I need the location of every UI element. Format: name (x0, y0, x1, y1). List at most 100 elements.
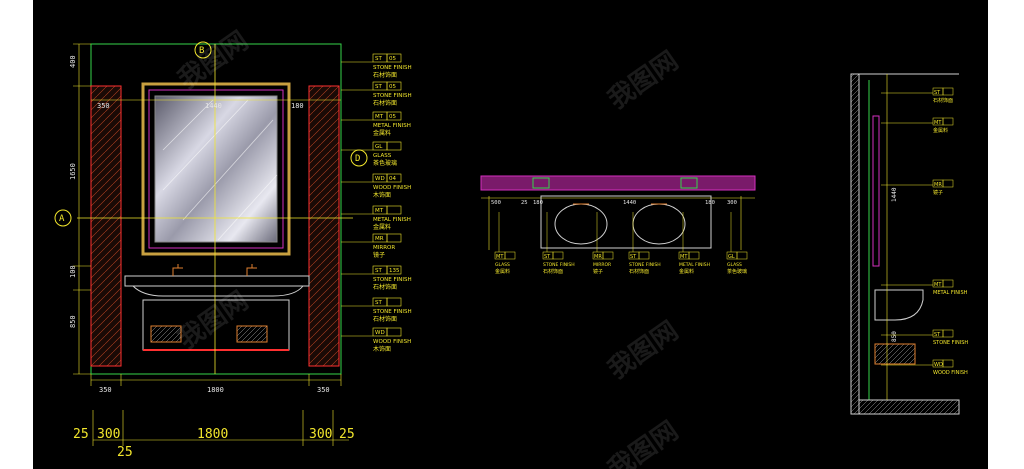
section-wall (850, 73, 860, 415)
plan-tag-code: MT (496, 254, 504, 260)
plan-tag-english: STONE FINISH (629, 262, 661, 268)
material-tag-english: STONE FINISH (373, 277, 412, 283)
material-tag-chinese: 金属料 (373, 223, 391, 231)
dim-cabinet-h: 850 (69, 315, 77, 328)
section-tag-code: WD (934, 362, 943, 368)
marker-a-label: A (59, 214, 65, 224)
material-tag-chinese: 石材饰面 (373, 283, 397, 291)
plan-dimension-label: 25 (521, 200, 528, 206)
plan-tag-code: MR (594, 254, 602, 260)
bottom-dim-left: 350 (99, 386, 112, 394)
material-tag-english: STONE FINISH (373, 65, 412, 71)
material-tag-code: ST (375, 268, 382, 274)
plan-wall (480, 175, 756, 191)
plan-tag-english: STONE FINISH (543, 262, 575, 268)
section-tag-label: STONE FINISH (933, 340, 968, 346)
plan-tag-chinese: 石材饰面 (543, 268, 563, 275)
plan-tag-english: GLASS (495, 262, 510, 268)
mirror-reflection-lines (162, 99, 278, 241)
section-tag-code: ST (934, 90, 941, 96)
plan-tag-english: GLASS (727, 262, 742, 268)
material-tag-english: GLASS (373, 153, 392, 159)
section-tag-label: 镜子 (933, 189, 943, 196)
plan-tag-chinese: 镜子 (593, 268, 603, 275)
plan-tag-code: ST (630, 254, 637, 260)
material-tag-english: WOOD FINISH (373, 185, 411, 191)
section-tag-code: MR (934, 182, 942, 188)
plan-dimension-label: 500 (491, 200, 501, 206)
material-tag-code: MT (375, 208, 384, 214)
section-basin (874, 289, 924, 321)
left-stone-column (90, 85, 122, 367)
plan-tag-chinese: 石材饰面 (629, 268, 649, 275)
section-tag-label: METAL FINISH (933, 290, 968, 296)
cad-drawing: B A D 350 1440 180 400 1650 100 850 350 … (54, 41, 968, 460)
section-dim-cabinet: 850 (891, 331, 898, 342)
section-material-tag: WD WOOD FINISH (881, 359, 968, 376)
plan-tag-english: MIRROR (593, 262, 611, 268)
plan-tag-code: GL (728, 254, 735, 260)
material-tag-chinese: 金属料 (373, 129, 391, 137)
section-tag-code: ST (934, 332, 941, 338)
plan-dimension-label: 180 (705, 200, 715, 206)
dim-basin-h: 100 (69, 265, 77, 278)
material-tag-number: 05 (389, 56, 396, 62)
section-drawer (874, 343, 916, 365)
plan-dimension-label: 300 (727, 200, 737, 206)
footer-dim-2: 300 (97, 427, 120, 442)
section-tag-label: 石材饰面 (933, 97, 953, 104)
plan-tag-chinese: 金属料 (679, 268, 694, 275)
material-tag-english: STONE FINISH (373, 309, 412, 315)
plan-basin-right (632, 203, 686, 245)
dim-mirror-h: 1650 (69, 163, 77, 180)
top-dim-mid: 1440 (205, 102, 222, 110)
section-dim-mirror: 1440 (891, 187, 898, 202)
footer-dim-6: 25 (117, 445, 133, 460)
plan-tag-english: METAL FINISH (679, 262, 710, 268)
section-marker-b (194, 41, 212, 59)
section-tag-label: WOOD FINISH (933, 370, 968, 376)
marker-b-label: B (199, 46, 204, 56)
material-tag-code: WD (375, 176, 385, 182)
material-tag-code: ST (375, 56, 382, 62)
right-stone-column (308, 85, 340, 367)
plan-counter (540, 195, 712, 249)
top-dim-right: 180 (291, 102, 304, 110)
material-tag-code: ST (375, 84, 382, 90)
material-tag-code: MT (375, 114, 384, 120)
material-tag-english: MIRROR (373, 245, 395, 251)
plan-tag-chinese: 茶色玻璃 (727, 268, 747, 275)
material-tag-number: 135 (389, 268, 400, 274)
material-tag-code: MR (375, 236, 384, 242)
material-tag-code: GL (375, 144, 383, 150)
section-material-tag: ST STONE FINISH (881, 329, 968, 346)
section-marker-a (54, 209, 72, 227)
material-tag-english: METAL FINISH (373, 123, 411, 129)
material-tag-number: 05 (389, 114, 396, 120)
plan-tag-chinese: 金属料 (495, 268, 510, 275)
section-mirror (872, 115, 880, 267)
plan-tag-code: MT (680, 254, 688, 260)
section-tag-code: MT (934, 120, 942, 126)
material-tag-english: STONE FINISH (373, 93, 412, 99)
vanity-section (850, 73, 960, 415)
bottom-dim-right: 350 (317, 386, 330, 394)
material-tag-chinese: 石材饰面 (373, 71, 397, 79)
section-tag-label: 金属料 (933, 127, 948, 134)
material-tag-chinese: 木饰面 (373, 191, 391, 199)
plan-basin-left (554, 203, 608, 245)
